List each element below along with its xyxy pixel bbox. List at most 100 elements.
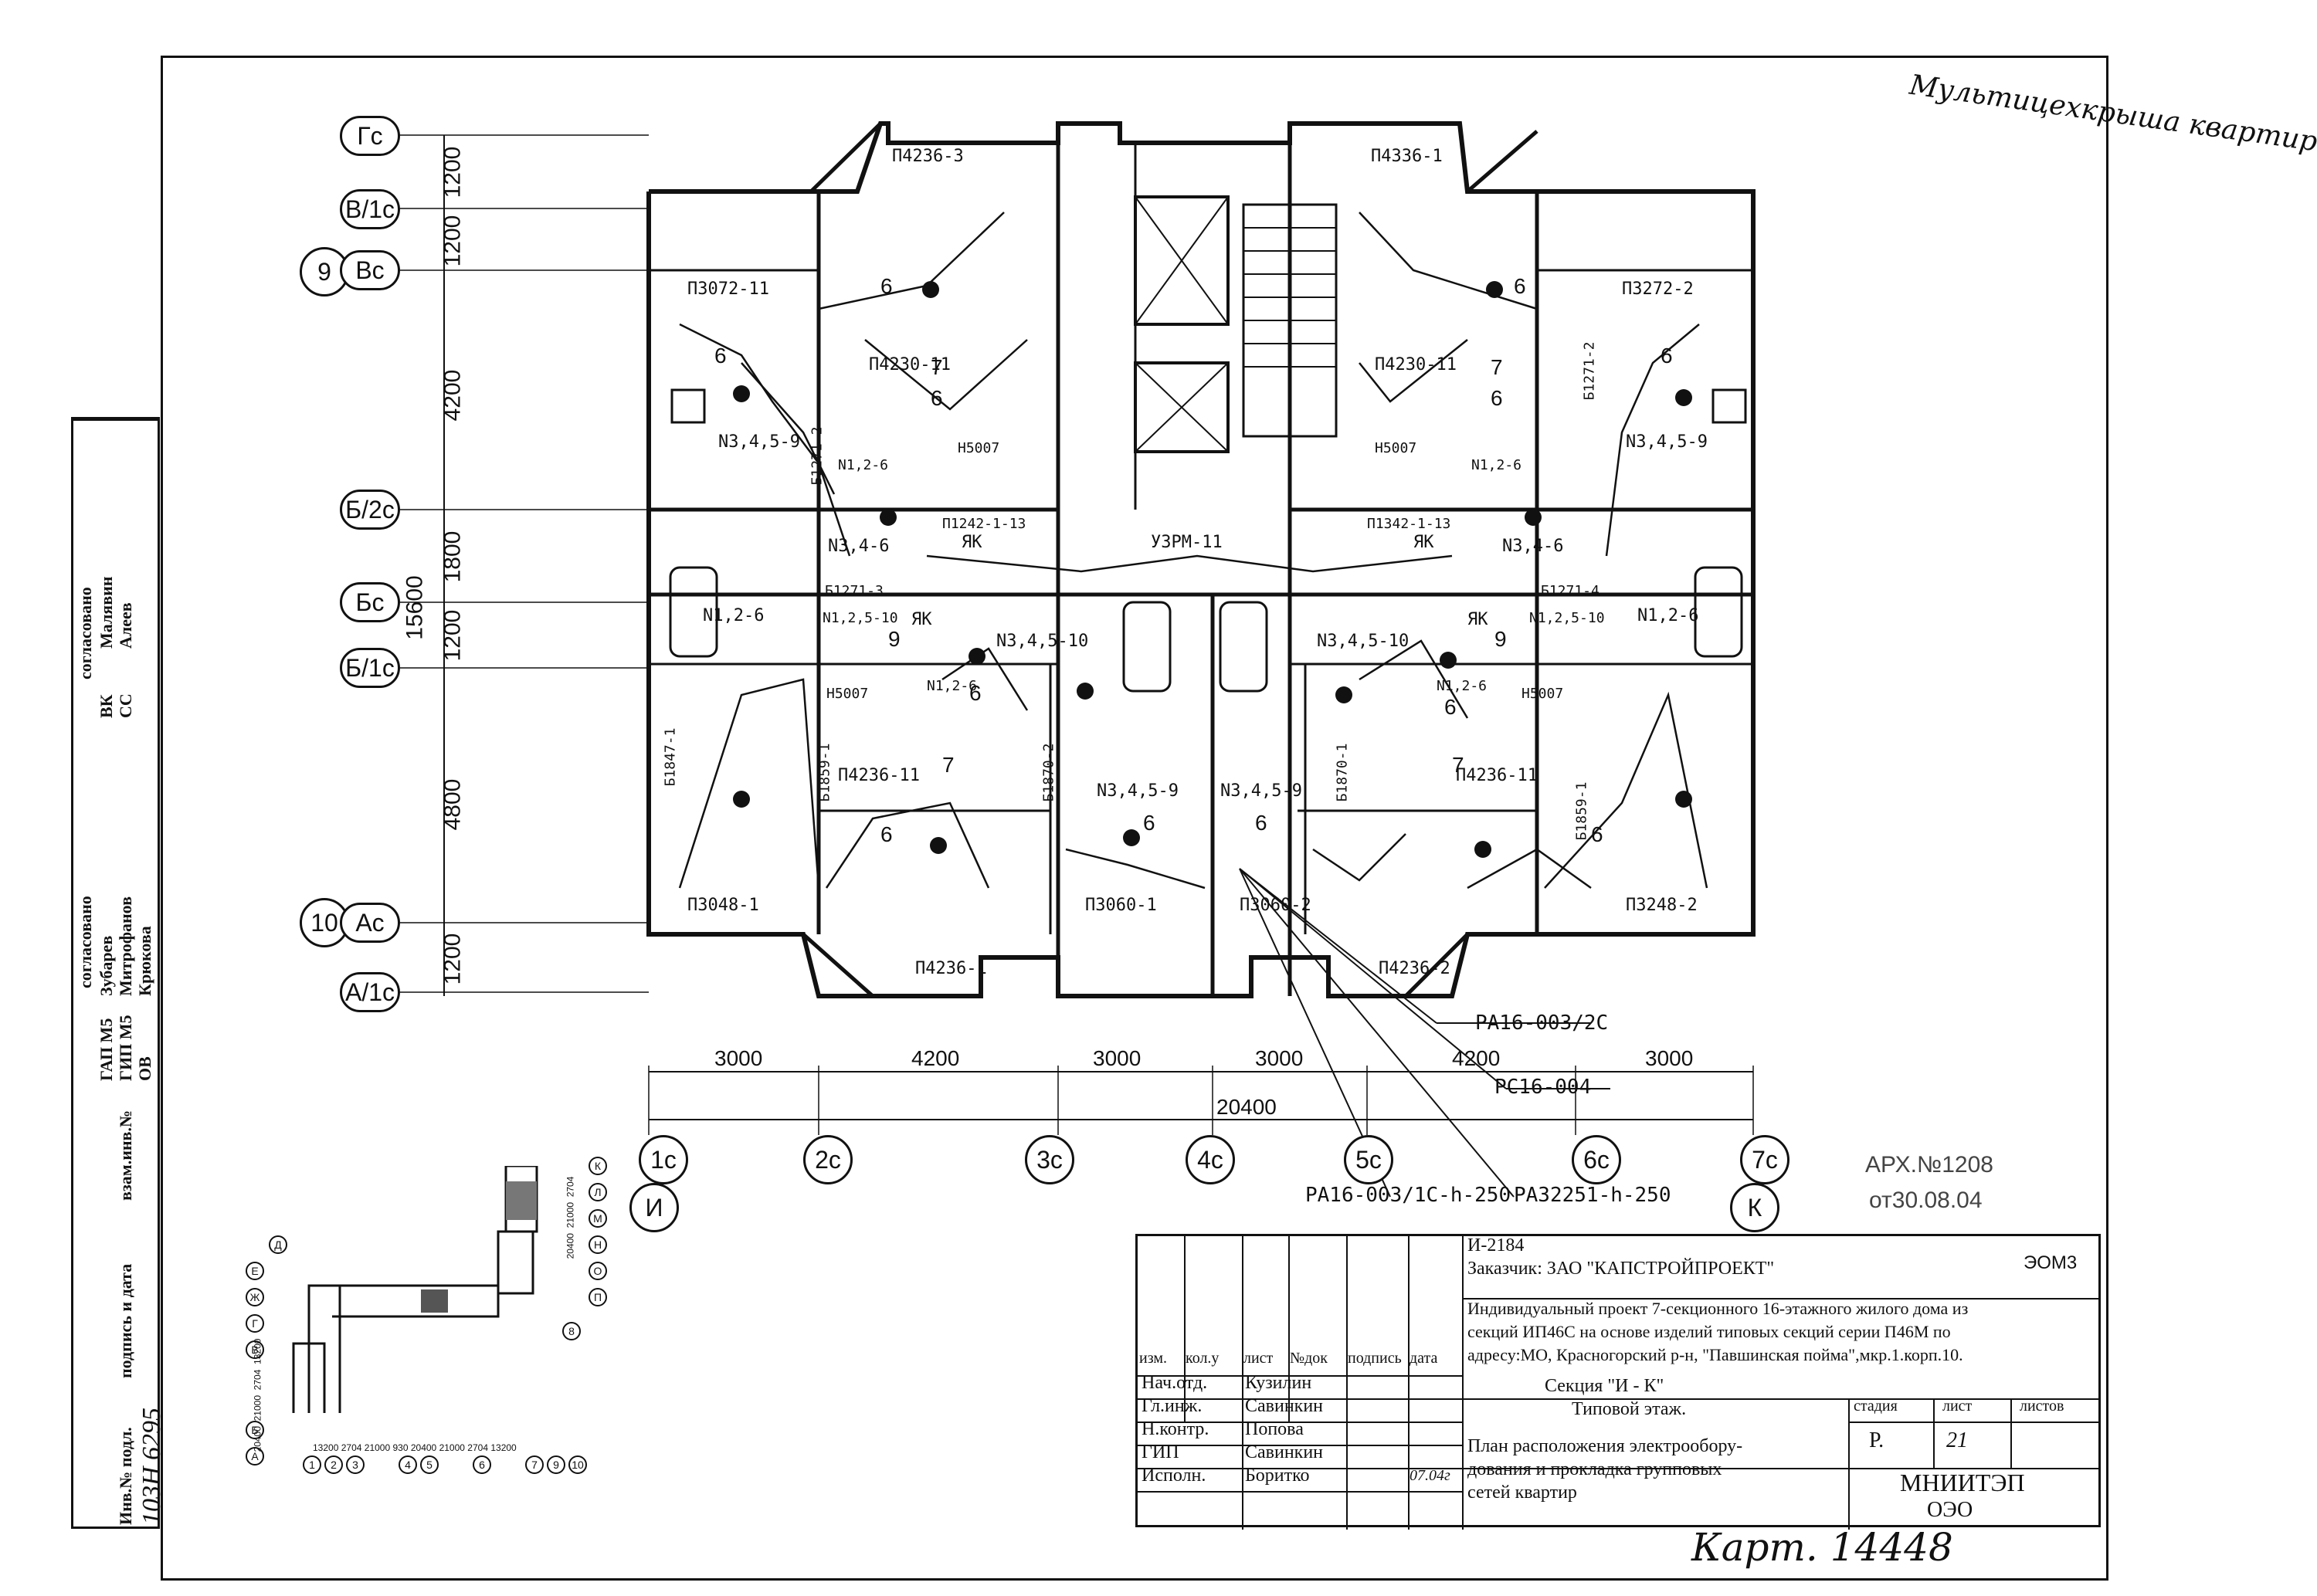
rev-header: лист bbox=[1243, 1350, 1274, 1367]
strip-group2-title: согласовано bbox=[76, 896, 95, 988]
axis-2c: 2с bbox=[803, 1135, 853, 1184]
stage-value: Р. bbox=[1869, 1428, 1884, 1452]
axis-7c: 7с bbox=[1740, 1135, 1789, 1184]
strip-group1-title: согласовано bbox=[76, 587, 95, 679]
leader-ra3225: PA32251-h-250 bbox=[1514, 1184, 1671, 1207]
customer: Заказчик: ЗАО "КАПСТРОЙПРОЕКТ" bbox=[1467, 1259, 1775, 1279]
axis-k: К bbox=[1730, 1183, 1779, 1232]
group-number: 6 bbox=[880, 274, 893, 298]
axis-a1: А/1с bbox=[340, 972, 400, 1012]
tb-grid bbox=[1138, 1398, 2101, 1400]
strip-col-inv: Инв.№ подл. bbox=[116, 1427, 135, 1525]
group-number: 6 bbox=[1591, 822, 1603, 846]
rev-header: №док bbox=[1290, 1350, 1328, 1367]
locplan-dims-left: 20400 21000 2704 13200 bbox=[252, 1338, 263, 1452]
panel-label: П3060-1 bbox=[1085, 896, 1157, 915]
sheet-frame bbox=[161, 56, 2108, 1581]
axis-1c: 1с bbox=[639, 1135, 688, 1184]
tb-grid bbox=[1346, 1236, 1348, 1530]
locplan-axes-left: Д Е Ж Г В Б А bbox=[246, 1235, 287, 1466]
group-number: 6 bbox=[1661, 344, 1673, 368]
panel-label: Б1271-2 bbox=[809, 426, 826, 486]
section-title: Секция "И - К" bbox=[1545, 1376, 1664, 1396]
staff-role: Н.контр. bbox=[1142, 1419, 1209, 1439]
node-label: N1,2-6 bbox=[838, 457, 889, 473]
staff-name: Попова bbox=[1245, 1419, 1304, 1439]
hdim-5: 4200 bbox=[1452, 1046, 1501, 1070]
node-label: ЯК bbox=[1413, 533, 1434, 552]
strip-gap-name: Зубарев bbox=[97, 935, 116, 996]
group-number: 7 bbox=[931, 355, 943, 379]
node-label: N3,4,5-10 bbox=[996, 632, 1089, 651]
leader-ra16-1c: PA16-003/1C-h-250 bbox=[1305, 1184, 1511, 1207]
node-label: ЯК bbox=[911, 610, 932, 629]
axis-10-bubble: 10 bbox=[300, 898, 349, 947]
strip-gip-name: Митрофанов bbox=[116, 896, 135, 996]
node-label: N3,4,5-9 bbox=[1220, 781, 1302, 801]
tb-grid bbox=[1933, 1398, 1935, 1468]
locplan-axes-bottom: 1 2 3 4 5 6 7 9 10 bbox=[303, 1455, 587, 1474]
vdim-4: 1800 bbox=[439, 530, 466, 583]
panel-label: П3248-2 bbox=[1626, 896, 1698, 915]
panel-label: П1242-1-13 bbox=[942, 516, 1026, 532]
node-label: N3,4,5-10 bbox=[1317, 632, 1410, 651]
tb-grid bbox=[2010, 1398, 2012, 1468]
staff-role: Гл.инж. bbox=[1142, 1396, 1203, 1416]
group-number: 7 bbox=[942, 753, 955, 777]
panel-label: Б1870-1 bbox=[1334, 743, 1351, 802]
group-number: 6 bbox=[880, 822, 893, 846]
node-label: N3,4-6 bbox=[1502, 537, 1564, 556]
archive-note: Карт. 14448 bbox=[1691, 1525, 1953, 1570]
group-number: 6 bbox=[1143, 811, 1155, 835]
axis-a: Ас bbox=[340, 903, 400, 943]
panel-label: Б1859-1 bbox=[1573, 781, 1590, 841]
tb-grid bbox=[1138, 1375, 1462, 1377]
tb-grid bbox=[1184, 1236, 1186, 1421]
hdim-total: 20400 bbox=[1216, 1095, 1277, 1119]
group-number: 9 bbox=[1494, 627, 1507, 651]
stage-header: стадия bbox=[1854, 1398, 1898, 1415]
hdim-3: 3000 bbox=[1093, 1046, 1142, 1070]
strip-line bbox=[73, 419, 160, 421]
vdim-6: 4800 bbox=[439, 778, 466, 831]
strip-gap-role: ГАП М5 bbox=[97, 1018, 116, 1081]
staff-role: ГИП bbox=[1142, 1442, 1179, 1462]
description-line2: секций ИП46С на основе изделий типовых с… bbox=[1467, 1322, 1951, 1341]
panel-label: Н5007 bbox=[958, 440, 1000, 456]
vdim-1: 1200 bbox=[439, 146, 466, 198]
vdim-7: 1200 bbox=[439, 933, 466, 985]
vdim-2: 1200 bbox=[439, 215, 466, 267]
floor-title: Типовой этаж. bbox=[1572, 1399, 1687, 1419]
node-label: N1,2-6 bbox=[1471, 457, 1522, 473]
group-number: 6 bbox=[1444, 695, 1457, 719]
tb-grid bbox=[1848, 1421, 2101, 1423]
strip-ov-name: Крюкова bbox=[135, 926, 154, 996]
org-line2: ОЭО bbox=[1927, 1498, 1973, 1522]
tb-grid bbox=[1138, 1445, 1462, 1446]
sheet-value: 21 bbox=[1946, 1428, 1968, 1452]
strip-vk-name: Малявин bbox=[97, 576, 116, 649]
axis-v1: В/1с bbox=[340, 189, 400, 229]
group-number: 6 bbox=[1491, 386, 1503, 410]
group-number: 9 bbox=[888, 627, 901, 651]
node-label: N1,2,5-10 bbox=[823, 610, 898, 626]
locplan-marker: 8 bbox=[562, 1322, 581, 1340]
panel-label: Б1847-1 bbox=[662, 727, 679, 787]
panel-label: П3060-2 bbox=[1240, 896, 1311, 915]
hdim-1: 3000 bbox=[714, 1046, 763, 1070]
group-number: 6 bbox=[714, 344, 727, 368]
axis-b2: Б/2с bbox=[340, 490, 400, 530]
vdim-total: 15600 bbox=[402, 575, 428, 640]
panel-label: Б1271-4 bbox=[1541, 583, 1600, 599]
panel-label: Б1271-2 bbox=[1581, 341, 1598, 401]
node-label: N3,4,5-9 bbox=[1097, 781, 1179, 801]
node-label: N1,2-6 bbox=[1637, 606, 1699, 625]
axis-g: Гс bbox=[340, 116, 400, 156]
staff-role: Нач.отд. bbox=[1142, 1373, 1208, 1393]
sheets-header: листов bbox=[2020, 1398, 2064, 1415]
vdim-3: 4200 bbox=[439, 369, 466, 422]
rev-header: подпись bbox=[1348, 1350, 1402, 1367]
tb-grid bbox=[1288, 1236, 1290, 1421]
